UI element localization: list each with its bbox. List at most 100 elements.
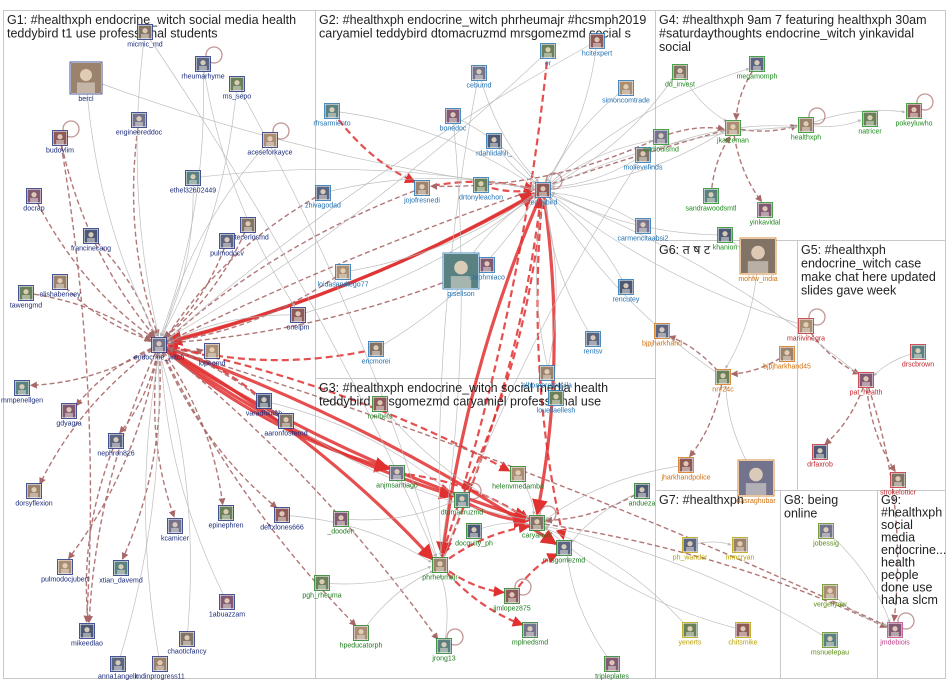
group-title-g4: G4: #healthxph 9am 7 featuring healthxph… [659,13,927,54]
node-hcitexpert[interactable]: hcitexpert [582,33,612,58]
node-engineereddoc[interactable]: engineereddoc [116,112,163,137]
node-jmdebiois[interactable]: jmdebiois [879,622,910,647]
node-healthxph[interactable]: healthxph [791,117,821,142]
node-pokeyluwho[interactable]: pokeyluwho [896,103,933,128]
node-msnuelepau[interactable]: msnuelepau [811,632,849,657]
node-anna1angelk[interactable]: anna1angelk [98,656,139,681]
node-megamomph[interactable]: megamomph [737,56,778,81]
node-dasraghubar[interactable]: dasraghubar [736,459,776,505]
node-gdyagra[interactable]: gdyagra [56,403,82,428]
node-drtonyleachon[interactable]: drtonyleachon [459,177,503,202]
node-katecerlosmd[interactable]: katecerlosmd [227,217,269,242]
node-rentsv[interactable]: rentsv [583,331,603,356]
node-pulmodocjubert[interactable]: pulmodocjubert [41,559,89,584]
node-docrap[interactable]: docrap [23,188,45,213]
node-_dooden[interactable]: _dooden [326,511,355,536]
node-yenerts[interactable]: yenerts [679,622,702,647]
node-epinephren[interactable]: epinephren [208,505,244,530]
node-earlioulsmd[interactable]: earlioulsmd [643,129,679,154]
node-teddybird[interactable]: teddybird [529,182,558,207]
node-jrong13[interactable]: jrong13 [431,638,456,663]
node-ronibets[interactable]: ronibets [368,396,393,421]
node-ethel32602449[interactable]: ethel32602449 [170,170,216,195]
node-dorsyflexion[interactable]: dorsyflexion [15,483,53,508]
node-elishabeneey[interactable]: elishabeneey [39,274,81,299]
node-mmcryan[interactable]: mmcryan [726,537,755,562]
node-helenvmedamba[interactable]: helenvmedamba [492,466,544,491]
node-simoncomtrade[interactable]: simoncomtrade [602,80,650,105]
node-micmic_md[interactable]: micmic_md [127,24,163,49]
node-caryamiel[interactable]: caryamiel [522,515,552,540]
node-mariivinegra[interactable]: mariivinegra [787,318,825,343]
node-drscbrown[interactable]: drscbrown [902,344,934,369]
node-rheumarhyme[interactable]: rheumarhyme [181,56,225,81]
node-hpeducatorph[interactable]: hpeducatorph [340,625,383,650]
node-mdinprogress11[interactable]: mdinprogress11 [135,656,185,681]
node-molievefinds[interactable]: molievefinds [624,147,663,172]
node-deftxlones666[interactable]: deftxlones666 [260,507,304,532]
node-pat_health[interactable]: pat_health [850,372,883,397]
node-endocrine_witch[interactable]: endocrine_witch [134,337,185,362]
node-carmencitaabsi2[interactable]: carmencitaabsi2 [618,218,669,243]
node-andueza[interactable]: andueza [629,483,656,508]
node-loidasandiego77[interactable]: loidasandiego77 [318,264,369,289]
node-dd_invest[interactable]: dd_invest [665,64,695,89]
node-sandrawoodsmtl[interactable]: sandrawoodsmtl [686,188,737,213]
node-khanion[interactable]: khanion [713,227,738,252]
node-mrsgomezmd[interactable]: mrsgomezmd [543,540,586,565]
node-1abuazzam[interactable]: 1abuazzam [209,594,245,619]
node-loueliaellesh[interactable]: loueliaellesh [537,390,576,415]
node-elhombretequila[interactable]: elhombretequila [522,365,572,390]
node-tawengmd[interactable]: tawengmd [10,285,42,310]
node-natricer[interactable]: natricer [858,111,882,136]
node-aaronfosternd[interactable]: aaronfosternd [264,413,308,438]
node-kcamicer[interactable]: kcamicer [161,518,190,543]
node-zhivagodad[interactable]: zhivagodad [305,185,341,210]
node-pulmodocv[interactable]: pulmodocv [210,233,244,258]
node-jharkhandpolice[interactable]: jharkhandpolice [660,457,711,482]
node-ph_wander[interactable]: ph_wander [673,537,708,562]
node-jojofresnedi[interactable]: jojofresnedi [403,180,440,205]
node-docquity_ph[interactable]: docquity_ph [455,523,493,548]
node-dtomacruzmd[interactable]: dtomacruzmd [441,492,484,517]
node-anjmsantiago[interactable]: anjmsantiago [376,465,418,490]
node-budoylim[interactable]: budoylim [46,130,74,155]
node-mplnedsmd[interactable]: mplnedsmd [512,622,548,647]
node-ms_sepo[interactable]: ms_sepo [223,76,252,101]
node-jobessig[interactable]: jobessig [812,523,839,548]
node-onelpm[interactable]: onelpm [287,307,310,332]
node-francinecang[interactable]: francinecang [71,228,111,253]
node-nephron826[interactable]: nephron826 [97,433,135,458]
node-stephmiaco[interactable]: stephmiaco [469,257,505,282]
node-chitsmike[interactable]: chitsmike [728,622,758,647]
node-rdahlidahli_[interactable]: rdahlidahli_ [476,133,512,158]
node-bercl[interactable]: bercl [69,61,103,103]
node-mmpenellgen[interactable]: mmpenellgen [1,380,43,405]
node-bjpjharkhand[interactable]: bjpjharkhand [642,323,682,348]
node-er[interactable]: er [540,43,556,68]
node-ericmorei[interactable]: ericmorei [362,341,391,366]
node-aceseforkayce[interactable]: aceseforkayce [247,132,293,157]
node-tripleplates[interactable]: tripleplates [595,656,629,681]
node-varadhkrish[interactable]: varadhkrish [246,393,282,418]
node-yinkavidal[interactable]: yinkavidal [750,202,781,227]
node-bonedoc[interactable]: bonedoc [440,108,467,133]
node-pgh_rheuma[interactable]: pgh_rheuma [302,575,342,600]
node-gisellson[interactable]: gisellson [442,252,480,298]
node-mikeedlao[interactable]: mikeedlao [71,623,103,648]
node-lopeomd[interactable]: lopeomd [199,343,226,368]
node-mohfw_india[interactable]: mohfw_india [738,237,778,283]
node-nnr24c[interactable]: nnr24c [712,369,734,394]
node-rencutey[interactable]: rencutey [613,279,640,304]
node-jjmlopez875[interactable]: jjmlopez875 [492,588,531,613]
node-strokelotticr[interactable]: strokelotticr [880,472,917,497]
node-phrheumajr[interactable]: phrheumajr [422,557,458,582]
node-cebumd[interactable]: cebumd [467,65,492,90]
node-rfrsarmiento[interactable]: rfrsarmiento [313,103,351,128]
node-drfaxrob[interactable]: drfaxrob [807,444,833,469]
node-jkatzeman[interactable]: jkatzeman [716,120,749,145]
node-bjpjharkhand45[interactable]: bjpjharkhand45 [763,346,811,371]
node-chaoticfancy[interactable]: chaoticfancy [168,631,207,656]
node-xtian_davemd[interactable]: xtian_davemd [99,560,143,585]
node-vergellyow[interactable]: vergellyow [813,584,847,609]
